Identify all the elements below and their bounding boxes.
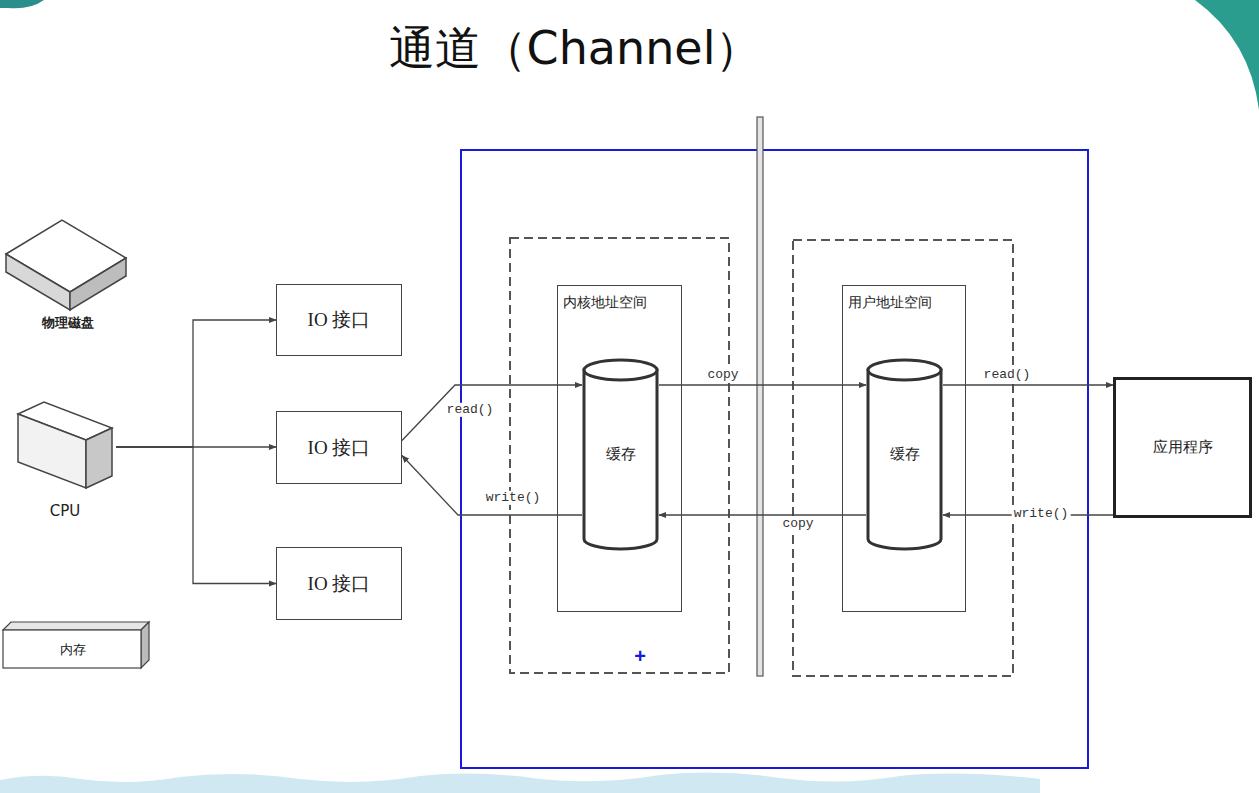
edge-label: read() (445, 403, 496, 417)
node-label: 缓存 (890, 445, 920, 464)
memory-bar: 内存 (3, 620, 151, 670)
dashed-region (793, 240, 1013, 676)
cache-cylinder: 缓存 (582, 359, 659, 549)
connector-arrow (402, 385, 582, 441)
node-label: 内核地址空间 (563, 294, 647, 312)
io-interface-box: IO 接口 (276, 284, 402, 356)
edge-label: copy (705, 368, 740, 382)
node-label: IO 接口 (308, 307, 371, 333)
connector-arrow (659, 514, 866, 515)
io-interface-box: IO 接口 (276, 411, 402, 484)
connector-arrow (116, 447, 276, 584)
node-label: 物理磁盘 (42, 314, 94, 332)
address-space-box: 内核地址空间缓存 (557, 285, 682, 612)
selection-frame (461, 150, 1088, 768)
cpu-icon: CPU (14, 398, 116, 526)
connector-arrow (402, 456, 582, 516)
corner-decoration (0, 0, 44, 8)
application-box: 应用程序 (1113, 377, 1252, 518)
io-interface-box: IO 接口 (276, 547, 402, 620)
connector-arrow (943, 384, 1113, 385)
edge-label: read() (982, 368, 1033, 382)
node-label: IO 接口 (308, 435, 371, 461)
cursor-mark: + (634, 645, 646, 668)
edge-label: copy (780, 517, 815, 531)
diagram-title: 通道（Channel） (0, 18, 1150, 80)
edge-label: write() (484, 491, 543, 505)
connector-arrow (659, 384, 866, 385)
node-label: CPU (50, 502, 81, 520)
cache-cylinder: 缓存 (866, 359, 943, 549)
connector-arrow (116, 320, 276, 447)
edge-label: write() (1012, 507, 1071, 521)
disk-icon: 物理磁盘 (4, 214, 132, 340)
node-label: 缓存 (606, 445, 636, 464)
address-space-box: 用户地址空间缓存 (842, 285, 966, 612)
node-label: IO 接口 (308, 571, 371, 597)
node-label: 内存 (60, 641, 86, 659)
corner-decoration (1195, 0, 1259, 110)
wave-band (0, 773, 1040, 793)
separator-bar (757, 117, 763, 676)
node-label: 应用程序 (1153, 438, 1213, 457)
dashed-region (510, 238, 729, 673)
node-label: 用户地址空间 (848, 294, 932, 312)
